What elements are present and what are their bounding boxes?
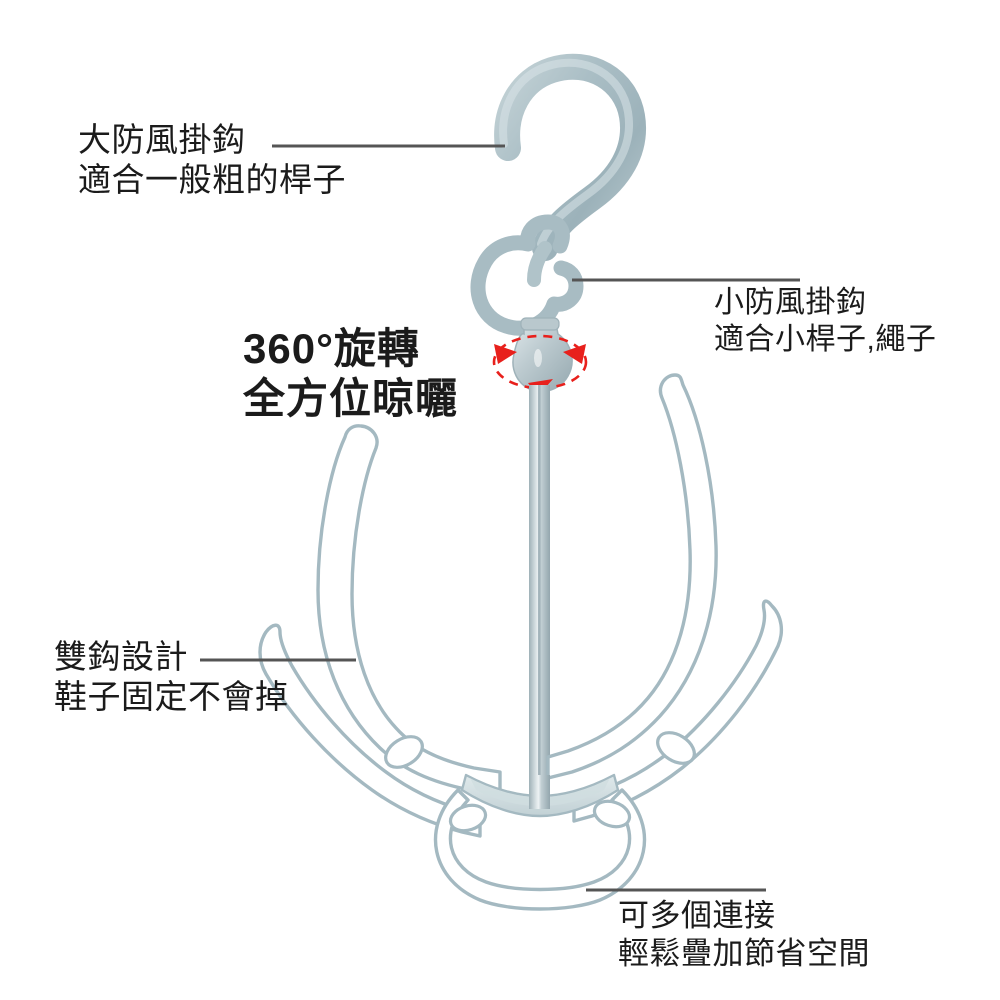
big-hook-graphic [494,53,646,261]
callout-small-hook-line2: 適合小桿子,繩子 [714,322,937,356]
leader-lines [200,144,800,892]
callout-big-hook-line2: 適合一般粗的桿子 [78,161,346,199]
callout-stackable: 可多個連接 輕鬆疊加節省空間 [618,897,870,973]
arm-right-long [546,373,718,780]
callout-big-hook-line1: 大防風掛鈎 [78,121,246,158]
callout-double-hook: 雙鈎設計 鞋子固定不會掉 [54,637,289,718]
rotation-indicator-icon [492,334,588,396]
center-rod [529,385,550,795]
callout-big-hook: 大防風掛鈎 適合一般粗的桿子 [78,120,346,201]
small-hook-graphic [470,214,584,336]
callout-stackable-line2: 輕鬆疊加節省空間 [618,935,870,971]
arm-link-joints [384,731,696,833]
callout-small-hook: 小防風掛鈎 適合小桿子,繩子 [714,285,936,358]
callout-small-hook-line1: 小防風掛鈎 [714,286,867,319]
callout-rotation: 360°旋轉 全方位晾曬 [243,324,458,423]
base-plate [433,773,647,911]
callout-double-hook-line2: 鞋子固定不會掉 [54,678,289,716]
callout-rotation-line2: 全方位晾曬 [243,374,459,422]
callout-stackable-line1: 可多個連接 [618,898,776,933]
callout-double-hook-line1: 雙鈎設計 [54,638,188,675]
callout-rotation-line1: 360°旋轉 [243,325,420,372]
